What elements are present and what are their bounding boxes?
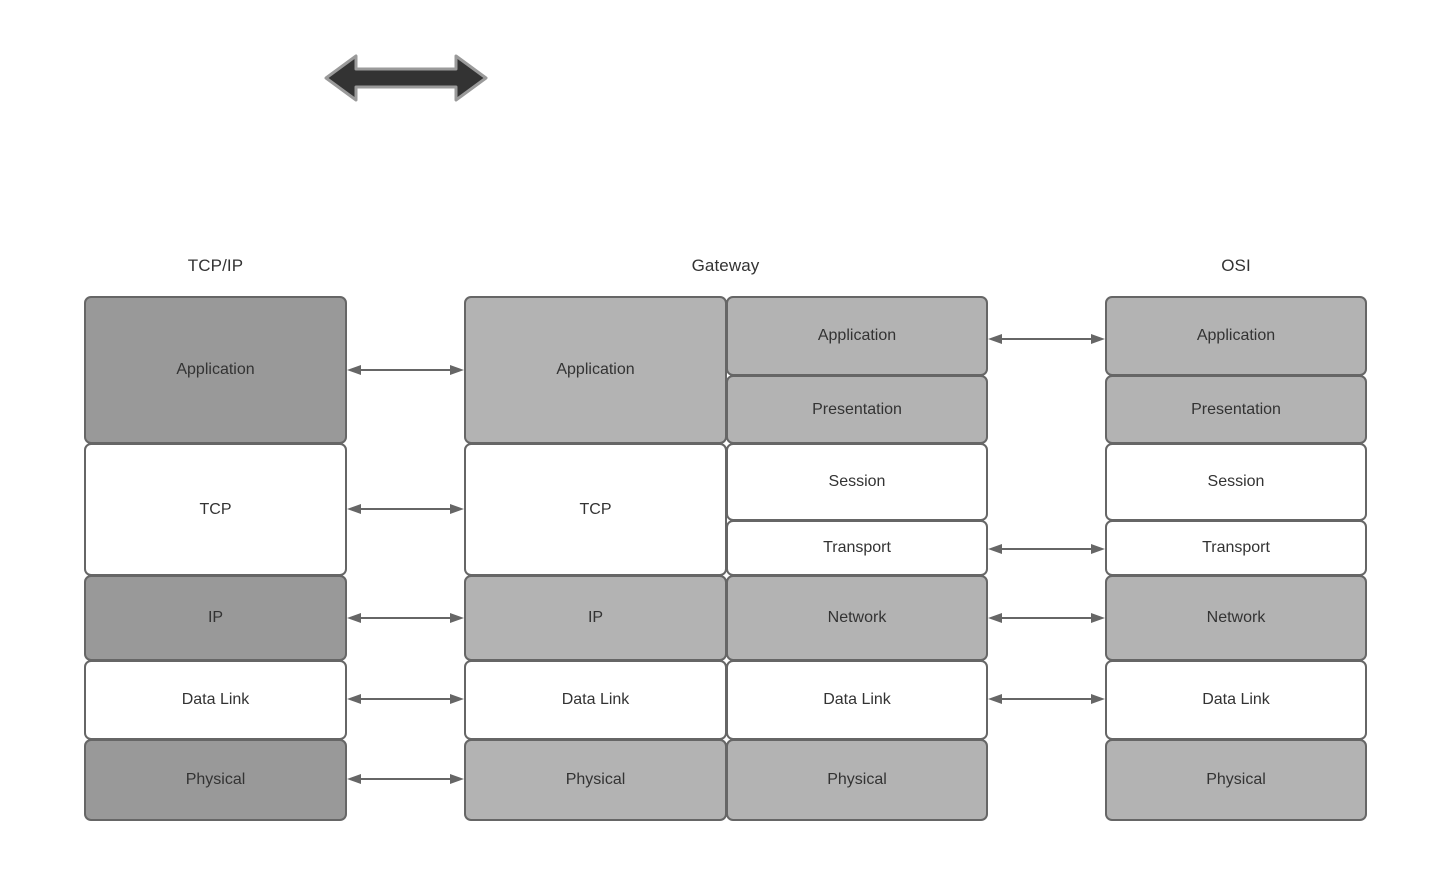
gateway-right-layer-presentation[interactable]: Presentation xyxy=(726,375,988,444)
gateway-right-layer-session[interactable]: Session xyxy=(726,443,988,521)
osi-layer-data-link[interactable]: Data Link xyxy=(1105,660,1367,740)
gateway-left-layer-data-link[interactable]: Data Link xyxy=(464,660,727,740)
column-title-osi: OSI xyxy=(1221,256,1251,275)
column-title-tcpip: TCP/IP xyxy=(187,256,244,275)
gateway-left-layer-tcp[interactable]: TCP xyxy=(464,443,727,576)
osi-layer-application[interactable]: Application xyxy=(1105,296,1367,376)
tcpip-layer-tcp[interactable]: TCP xyxy=(84,443,347,576)
connector-arrow-gateway-osi-data-link xyxy=(988,693,1105,705)
osi-layer-transport[interactable]: Transport xyxy=(1105,520,1367,576)
osi-layer-network[interactable]: Network xyxy=(1105,575,1367,661)
osi-layer-session[interactable]: Session xyxy=(1105,443,1367,521)
gateway-left-layer-physical[interactable]: Physical xyxy=(464,739,727,821)
column-title-gateway: Gateway xyxy=(691,256,760,275)
gateway-right-layer-physical[interactable]: Physical xyxy=(726,739,988,821)
connector-arrow-tcpip-gateway-tcp xyxy=(347,503,464,515)
connector-arrow-gateway-osi-transport xyxy=(988,543,1105,555)
tcpip-layer-physical[interactable]: Physical xyxy=(84,739,347,821)
gateway-left-layer-ip[interactable]: IP xyxy=(464,575,727,661)
gateway-left-layer-application[interactable]: Application xyxy=(464,296,727,444)
gateway-right-layer-network[interactable]: Network xyxy=(726,575,988,661)
tcpip-layer-ip[interactable]: IP xyxy=(84,575,347,661)
connector-arrow-tcpip-gateway-application xyxy=(347,364,464,376)
connector-arrow-gateway-osi-network xyxy=(988,612,1105,624)
connector-arrow-tcpip-gateway-data-link xyxy=(347,693,464,705)
tcpip-layer-application[interactable]: Application xyxy=(84,296,347,444)
connector-arrow-gateway-osi-application xyxy=(988,333,1105,345)
double-headed-arrow-icon xyxy=(322,50,490,106)
gateway-right-layer-transport[interactable]: Transport xyxy=(726,520,988,576)
tcpip-layer-data-link[interactable]: Data Link xyxy=(84,660,347,740)
gateway-right-layer-application[interactable]: Application xyxy=(726,296,988,376)
connector-arrow-tcpip-gateway-ip xyxy=(347,612,464,624)
gateway-right-layer-data-link[interactable]: Data Link xyxy=(726,660,988,740)
osi-layer-presentation[interactable]: Presentation xyxy=(1105,375,1367,444)
connector-arrow-tcpip-gateway-physical xyxy=(347,773,464,785)
osi-layer-physical[interactable]: Physical xyxy=(1105,739,1367,821)
